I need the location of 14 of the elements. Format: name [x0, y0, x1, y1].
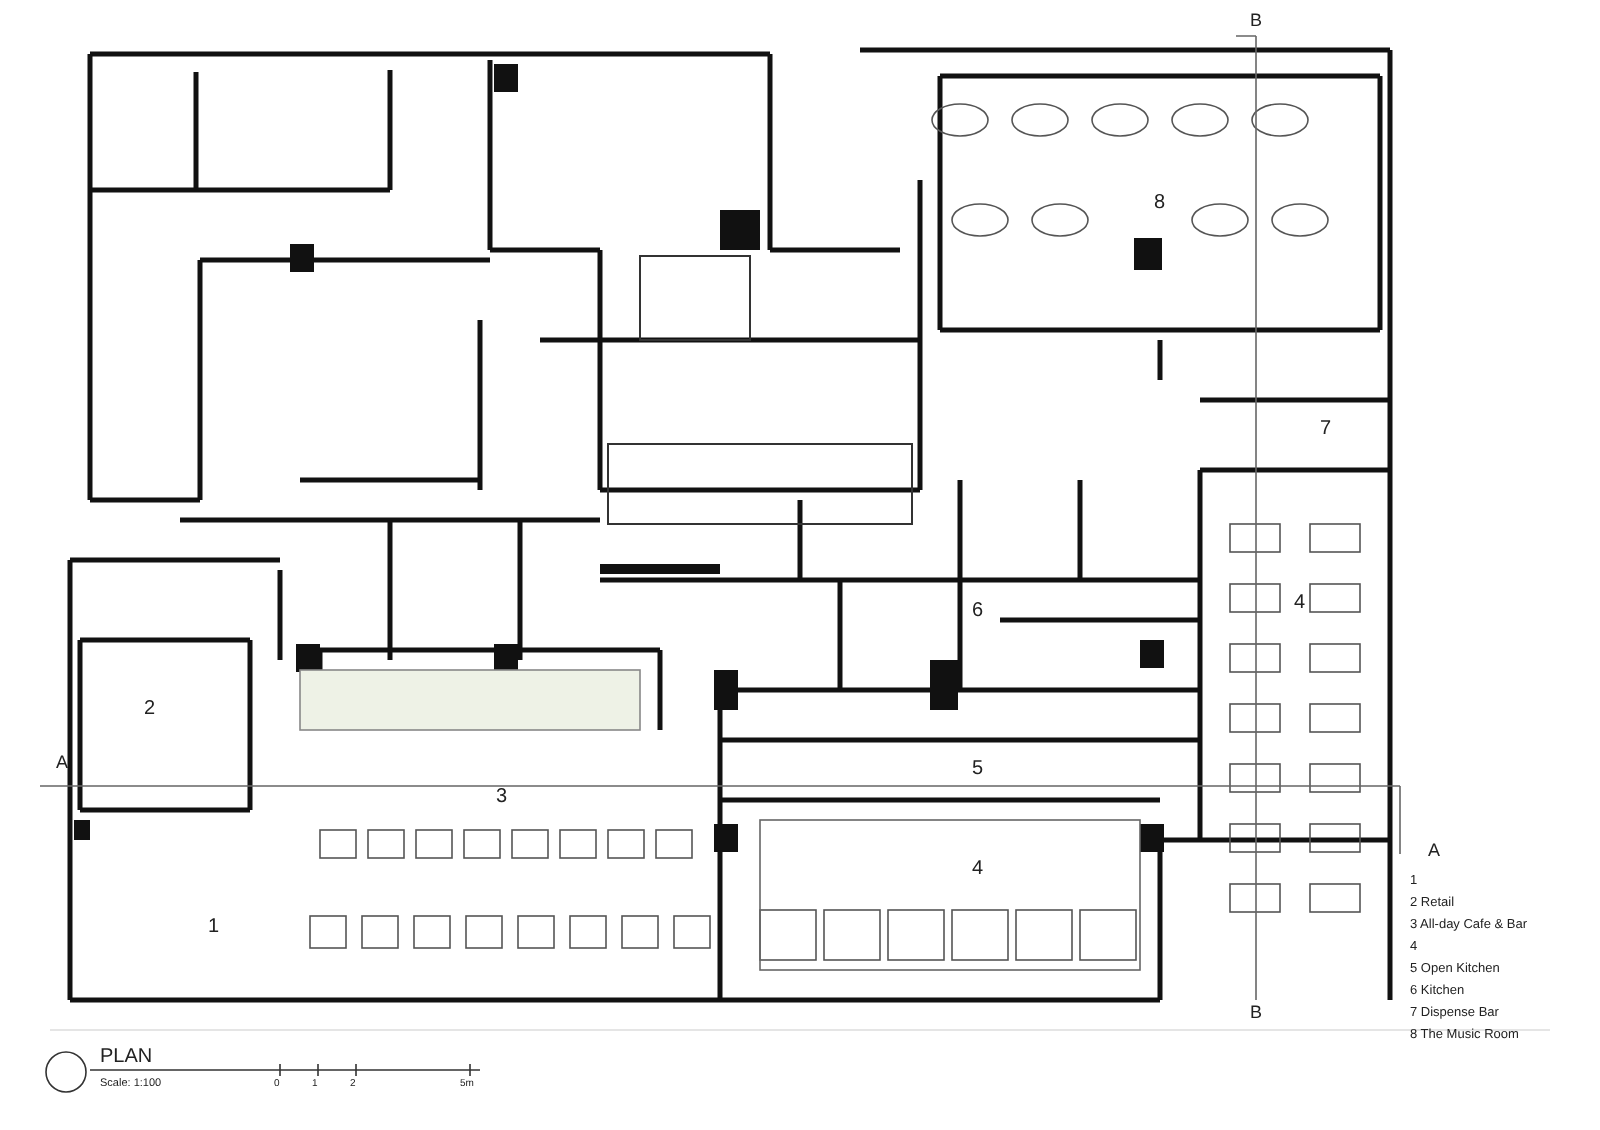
room-number: 5: [972, 760, 984, 780]
room-number: 2: [144, 700, 156, 720]
plan-title: PLAN: [100, 1048, 153, 1068]
section-marker: A: [1428, 842, 1441, 860]
room-number: 7: [1320, 420, 1332, 440]
section-marker: B: [1250, 12, 1263, 30]
room-number: 4: [972, 860, 984, 880]
section-marker: A: [56, 754, 69, 772]
section-marker: B: [1250, 1004, 1263, 1022]
room-number: 8: [1154, 194, 1166, 214]
room-number: 1: [208, 918, 220, 938]
room-number: 3: [496, 788, 508, 808]
room-number: 6: [972, 602, 984, 622]
room-number: 4: [1294, 594, 1306, 614]
